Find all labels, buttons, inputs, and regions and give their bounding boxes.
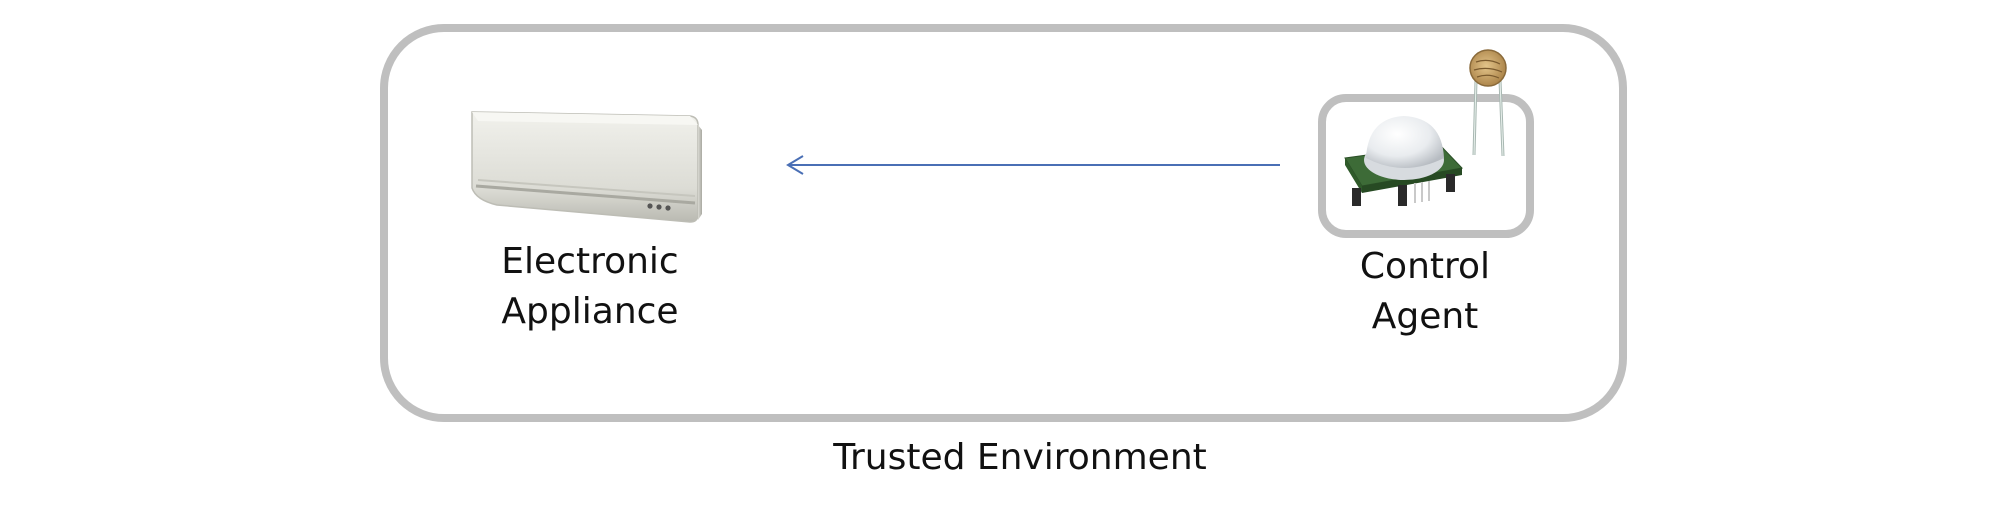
appliance-label: Electronic Appliance	[440, 237, 740, 337]
control-arrow	[786, 155, 1280, 175]
appliance-label-line1: Electronic	[501, 241, 679, 282]
agent-label-line1: Control	[1359, 246, 1491, 287]
air-conditioner-icon	[471, 111, 702, 223]
agent-label: Control Agent	[1275, 242, 1575, 342]
appliance-label-line2: Appliance	[501, 291, 679, 332]
agent-label-line2: Agent	[1371, 296, 1479, 337]
light-sensor-icon	[1469, 49, 1507, 157]
environment-label: Trusted Environment	[833, 437, 1207, 478]
control-agent-boundary	[1318, 94, 1534, 238]
trusted-environment-boundary	[380, 24, 1627, 422]
motion-sensor-icon	[1344, 116, 1464, 206]
